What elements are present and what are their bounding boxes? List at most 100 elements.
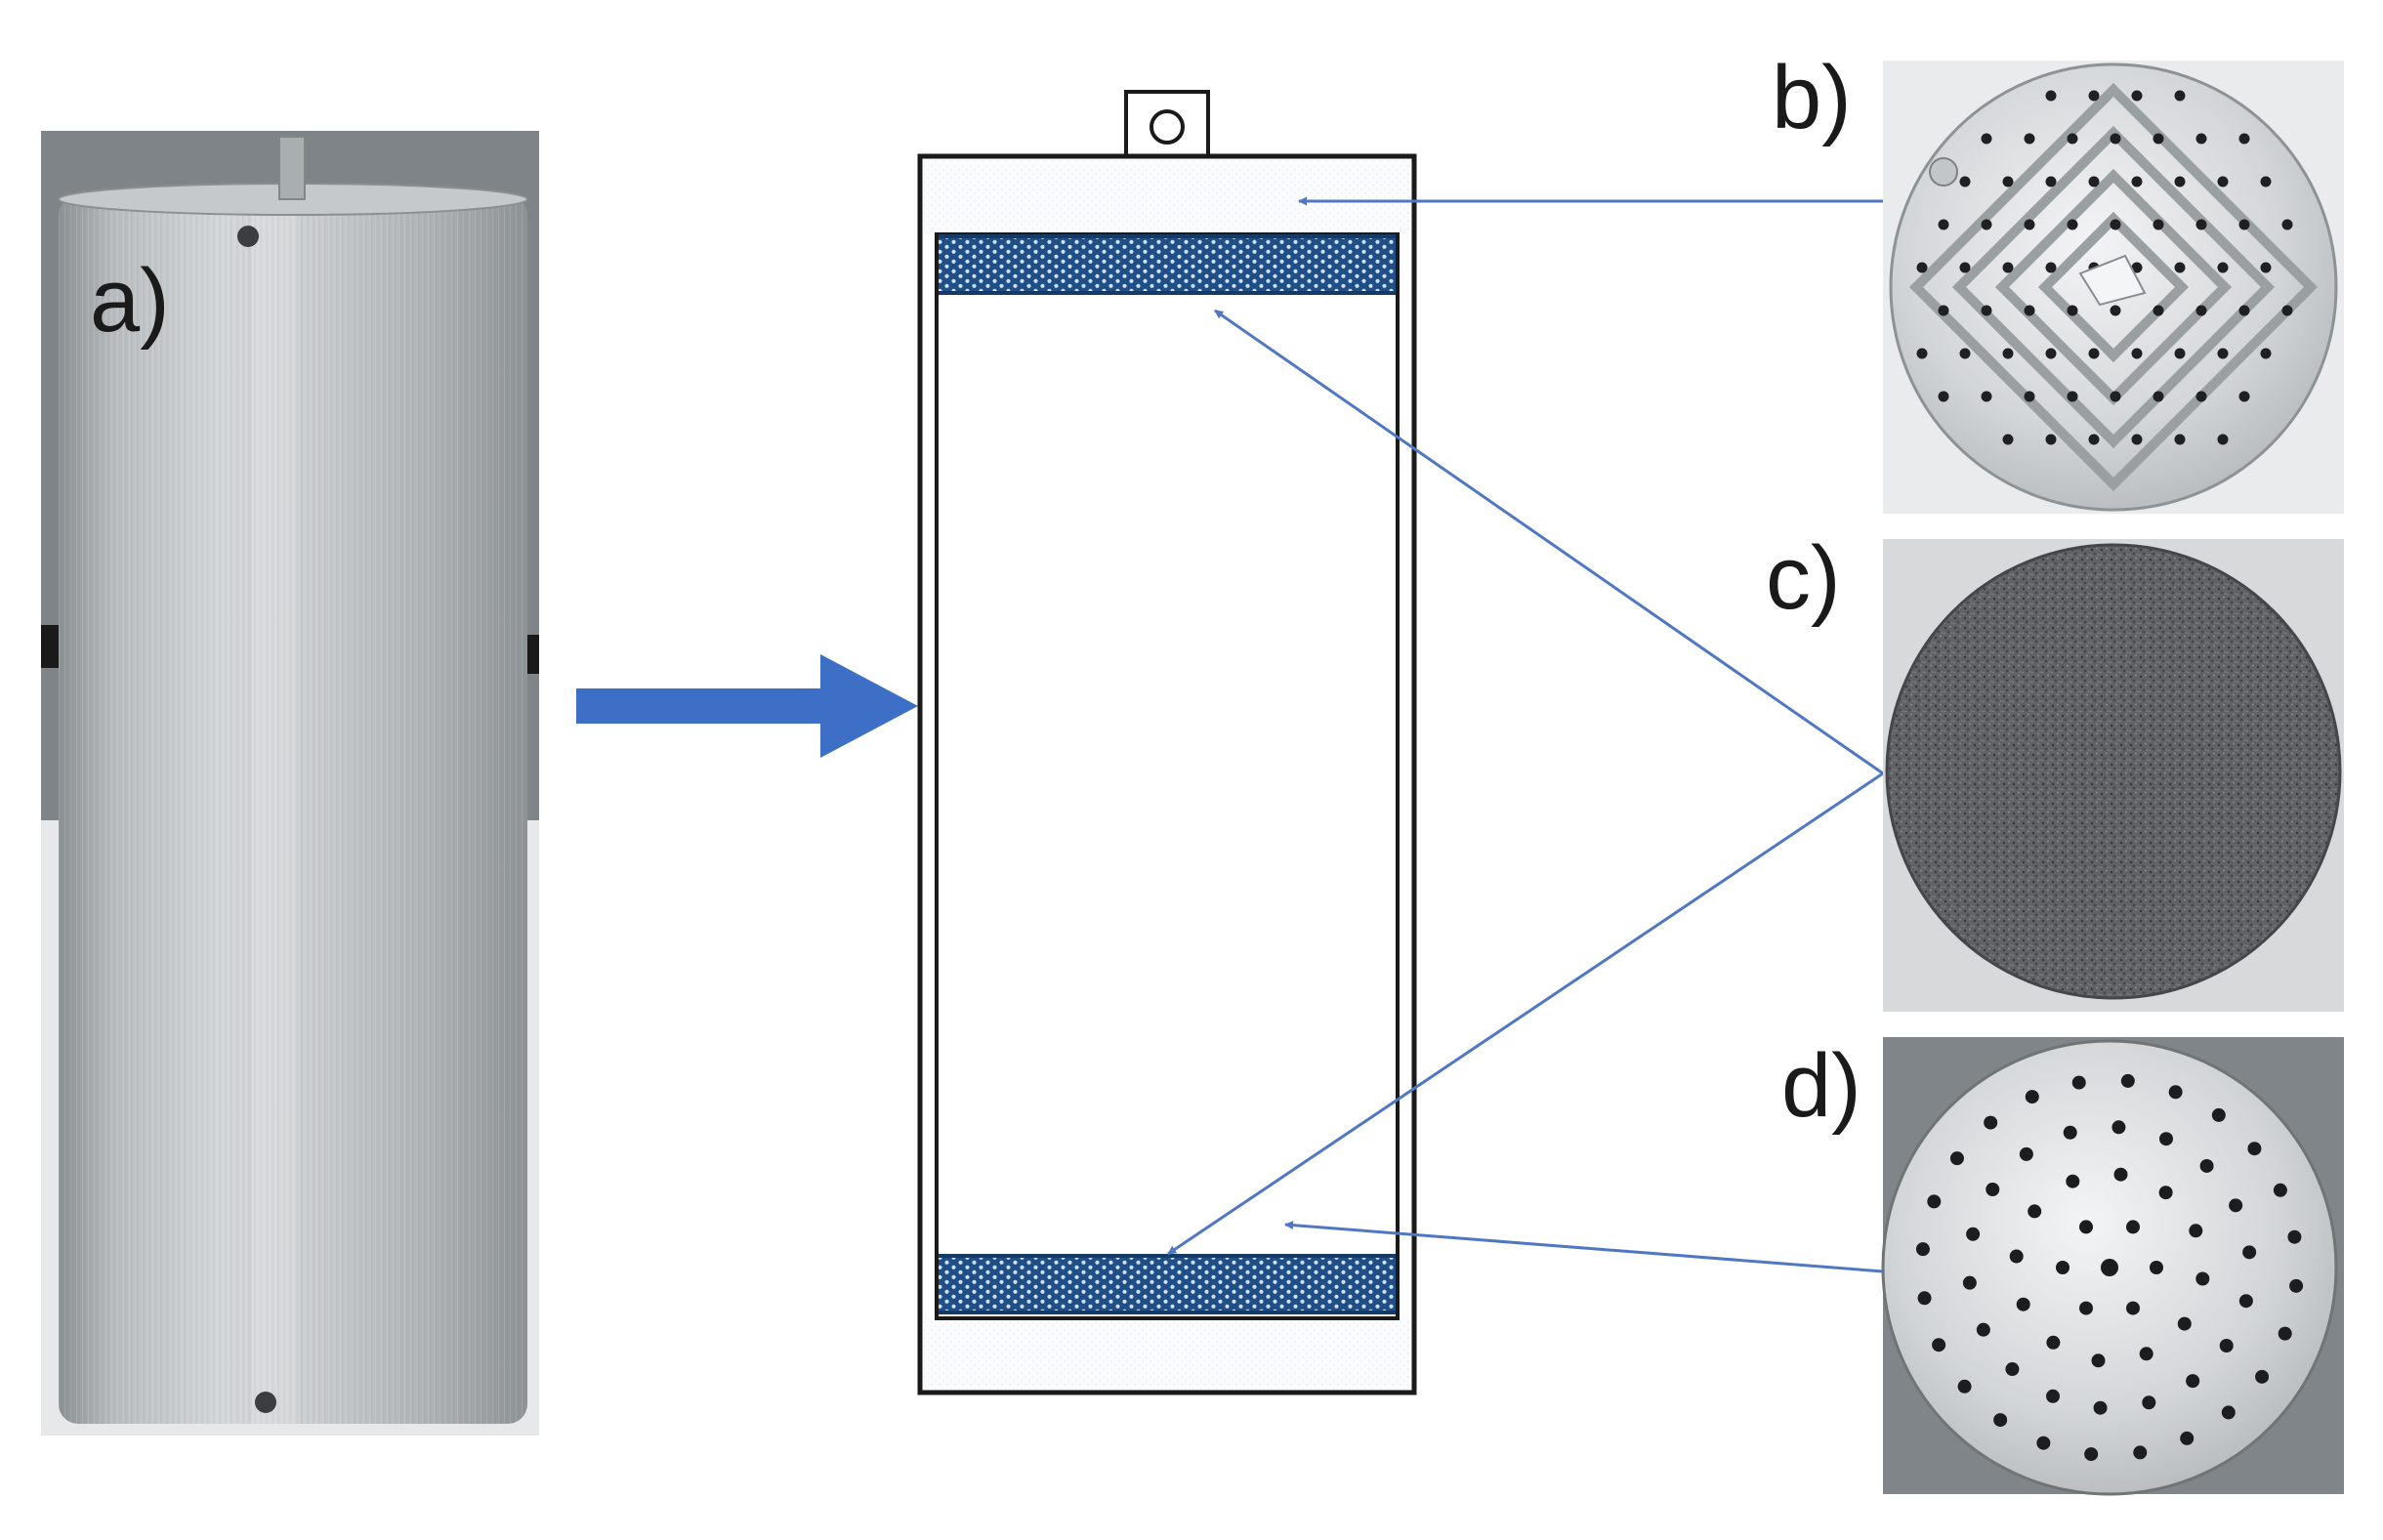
plate-d-holes	[1915, 1073, 2304, 1462]
plate-b-hole	[2153, 133, 2164, 145]
bottom-plenum	[924, 1318, 1410, 1389]
plate-d-hole	[1984, 1115, 1998, 1130]
plate-d-hole	[2126, 1301, 2140, 1315]
plate-d-hole	[2016, 1297, 2030, 1311]
plate-b-hole	[1981, 305, 1992, 316]
plate-b-hole	[2002, 348, 2014, 359]
plate-b-hole	[1916, 348, 1928, 359]
plate-b-hole	[1938, 391, 1949, 402]
plate-d-hole	[2093, 1400, 2108, 1415]
plate-b-hole	[2110, 305, 2121, 316]
plate-b-hole	[2088, 90, 2100, 102]
plate-b-holes	[1916, 90, 2293, 445]
plate-d-hole	[1966, 1227, 1981, 1241]
cylinder-photo	[41, 131, 539, 1436]
plate-d-hole	[2273, 1183, 2287, 1197]
block-arrow	[576, 654, 918, 758]
plate-d-hole	[2036, 1436, 2051, 1450]
outlet-port-hole	[1150, 109, 1185, 145]
plate-d-hole	[2120, 1073, 2135, 1088]
plate-d-hole	[2091, 1353, 2106, 1368]
cylinder-top-stem	[278, 136, 306, 200]
plate-d-hole	[2180, 1431, 2195, 1445]
plate-b-hole	[2002, 176, 2014, 187]
plate-d-hole	[2238, 1294, 2253, 1309]
plate-d-hole	[2247, 1142, 2262, 1156]
plate-b-hole	[2067, 133, 2078, 145]
plate-d-hole	[2229, 1198, 2243, 1213]
plate-d-hole	[2046, 1335, 2061, 1350]
plate-d-hole	[2079, 1301, 2093, 1315]
plate-b-hole	[1916, 262, 1928, 273]
plate-d-hole	[1957, 1379, 1972, 1394]
plate-d-hole	[2289, 1278, 2304, 1293]
plate-d-hole	[1927, 1194, 1942, 1209]
plate-b-hole	[2195, 133, 2207, 145]
plate-b-hole	[2281, 219, 2293, 230]
plate-b-hole	[2260, 176, 2272, 187]
plate-d-hole	[2056, 1261, 2069, 1274]
plate-b-hole	[2024, 391, 2035, 402]
plate-b-hole	[2174, 176, 2186, 187]
plate-b-hole	[2045, 90, 2057, 102]
plate-d-hole	[2199, 1158, 2214, 1173]
plate-d-hole	[2126, 1220, 2140, 1234]
plate-d-hole	[2063, 1125, 2077, 1140]
plate-d-hole	[1976, 1322, 1990, 1337]
plate-d-hole	[2186, 1374, 2200, 1389]
arrow-d-to-bottom-plenum	[1284, 1221, 1884, 1273]
plate-d-hole	[1993, 1413, 2008, 1428]
cylinder-highlight	[252, 195, 297, 1424]
plate-d-hole	[2255, 1369, 2270, 1384]
plate-b-hole	[2131, 262, 2143, 273]
plate-d-hole	[2278, 1326, 2292, 1341]
arrow-c-to-bottom-filter	[1167, 771, 1884, 1256]
plate-b-hole	[1938, 219, 1949, 230]
plate-b-hole	[2174, 348, 2186, 359]
plate-b-hole	[1959, 262, 1971, 273]
plate-b-hole	[2131, 176, 2143, 187]
plate-b-hole	[1981, 219, 1992, 230]
top-plenum	[924, 160, 1410, 234]
plate-b-hole	[2067, 219, 2078, 230]
plate-b-hole	[2174, 262, 2186, 273]
plate-b-hole	[2195, 305, 2207, 316]
plate-d-hole	[2005, 1362, 2020, 1377]
cylinder-machining-lines	[59, 195, 527, 1424]
plate-b-hole	[2110, 391, 2121, 402]
plate-b-hole	[2110, 133, 2121, 145]
plate-d-hole	[1986, 1182, 2000, 1196]
plate-b-side-port	[1929, 157, 1958, 187]
plate-b-hole	[2002, 434, 2014, 445]
plate-d-hole	[2133, 1445, 2148, 1460]
plate-b-hole	[2131, 348, 2143, 359]
plate-d-hole	[1915, 1242, 1930, 1257]
cell-outer-wall	[917, 153, 1417, 1395]
plate-b-hole	[2131, 90, 2143, 102]
plate-b-hole	[1981, 133, 1992, 145]
plate-d-hole	[2084, 1447, 2099, 1462]
plate-b-hole	[2217, 348, 2229, 359]
plate-d-hole	[2242, 1245, 2257, 1260]
plate-d-hole	[2142, 1395, 2156, 1410]
arrow-c-to-top-filter	[1214, 309, 1884, 775]
plate-b-hole	[2067, 305, 2078, 316]
plate-b-hole	[1959, 348, 1971, 359]
plate-d-hole	[2195, 1271, 2210, 1286]
top-filter-layer	[939, 236, 1396, 293]
plate-d-hole	[2071, 1075, 2086, 1090]
plate-b-hole	[2045, 176, 2057, 187]
plate-d-hole	[1932, 1338, 1946, 1353]
plate-b-hole	[2260, 262, 2272, 273]
screw-bottom	[255, 1392, 276, 1413]
plate-d-hole	[2028, 1204, 2042, 1219]
plate-b-hole	[2067, 391, 2078, 402]
plate-b-hole	[2110, 219, 2121, 230]
plate-b-hole	[2002, 262, 2014, 273]
plate-d-hole	[2066, 1174, 2080, 1188]
connector-arrows	[1167, 196, 1884, 1273]
plate-b-hole	[1959, 176, 1971, 187]
plate-b-hole	[2131, 434, 2143, 445]
bottom-filter-layer	[939, 1256, 1396, 1312]
